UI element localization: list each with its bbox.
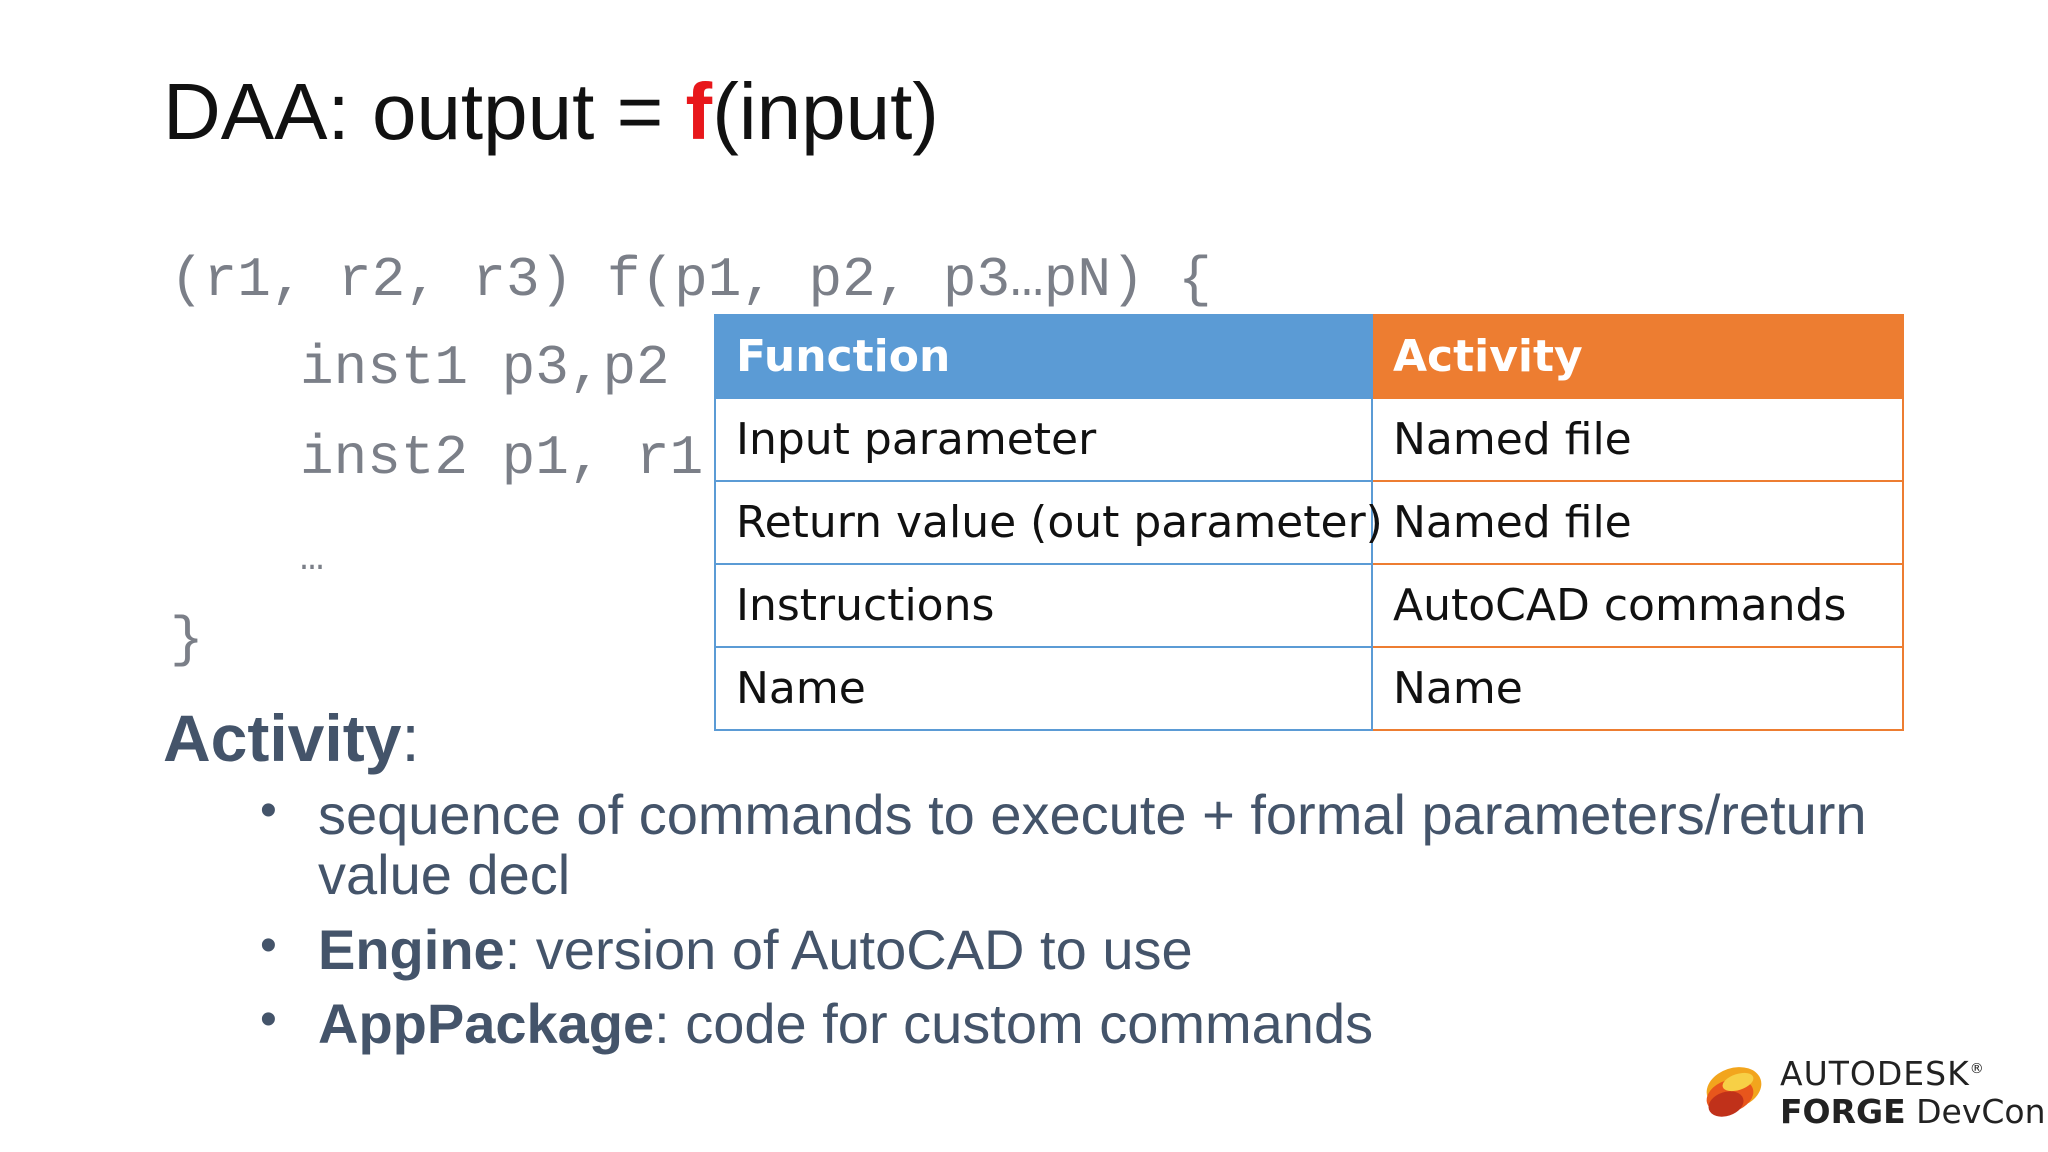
table-row: Instructions AutoCAD commands	[714, 563, 1904, 648]
bullet-text: : version of AutoCAD to use	[504, 917, 1193, 981]
code-line-1: inst1 p3,p2	[300, 336, 670, 400]
list-item: • Engine: version of AutoCAD to use	[260, 917, 1920, 981]
bullet-text: : code for custom commands	[654, 992, 1374, 1056]
bullet-bold: AppPackage	[318, 992, 655, 1056]
table-cell: Named file	[1371, 397, 1904, 482]
table-cell: Return value (out parameter)	[714, 480, 1383, 565]
forge-flame-icon	[1706, 1067, 1762, 1117]
table-cell: Name	[714, 646, 1373, 731]
section-heading-colon: :	[401, 701, 420, 775]
bullet-bold: Engine	[318, 917, 505, 981]
logo-brand: AUTODESK®	[1780, 1054, 1985, 1093]
bullet-icon: •	[260, 993, 277, 1047]
table-row: Return value (out parameter) Named file	[714, 480, 1904, 565]
list-item: • sequence of commands to execute + forma…	[260, 783, 1920, 907]
title-function: f	[685, 67, 713, 156]
table-cell: Instructions	[714, 563, 1373, 648]
header-activity: Activity	[1371, 314, 1904, 399]
slide-title: DAA: output = f(input)	[163, 66, 939, 158]
logo-product: FORGE DevCon	[1780, 1092, 2046, 1131]
table-cell: Input parameter	[714, 397, 1373, 482]
title-suffix: (input)	[712, 67, 939, 156]
code-signature: (r1, r2, r3) f(p1, p2, p3…pN) {	[170, 248, 1212, 312]
table-row: Input parameter Named file	[714, 397, 1904, 482]
logo-product-bold: FORGE	[1780, 1092, 1906, 1131]
section-heading-label: Activity	[163, 701, 402, 775]
logo-brand-text: AUTODESK	[1780, 1054, 1970, 1093]
logo-registered-mark: ®	[1969, 1061, 1985, 1077]
bullet-icon: •	[260, 784, 277, 837]
autodesk-forge-devcon-logo: AUTODESK® FORGE DevCon	[1700, 1052, 2046, 1132]
logo-product-text: DevCon	[1905, 1092, 2046, 1131]
table-cell: Name	[1371, 646, 1904, 731]
function-activity-table: Function Activity Input parameter Named …	[714, 314, 1904, 731]
table-cell: Named file	[1371, 480, 1904, 565]
bullet-text: sequence of commands to execute + formal…	[318, 783, 1867, 907]
code-line-3: …	[300, 537, 325, 582]
code-line-2: inst2 p1, r1	[300, 426, 704, 490]
list-item: • AppPackage: code for custom commands	[260, 994, 1920, 1054]
bullet-list: • sequence of commands to execute + forma…	[260, 783, 1920, 1069]
code-closing-brace: }	[170, 608, 204, 672]
table-cell: AutoCAD commands	[1371, 563, 1904, 648]
table-row: Name Name	[714, 646, 1904, 731]
table-header-row: Function Activity	[714, 314, 1904, 399]
bullet-icon: •	[260, 918, 277, 972]
title-prefix: DAA: output =	[163, 67, 686, 156]
header-function: Function	[714, 314, 1373, 399]
section-heading: Activity:	[163, 700, 420, 776]
